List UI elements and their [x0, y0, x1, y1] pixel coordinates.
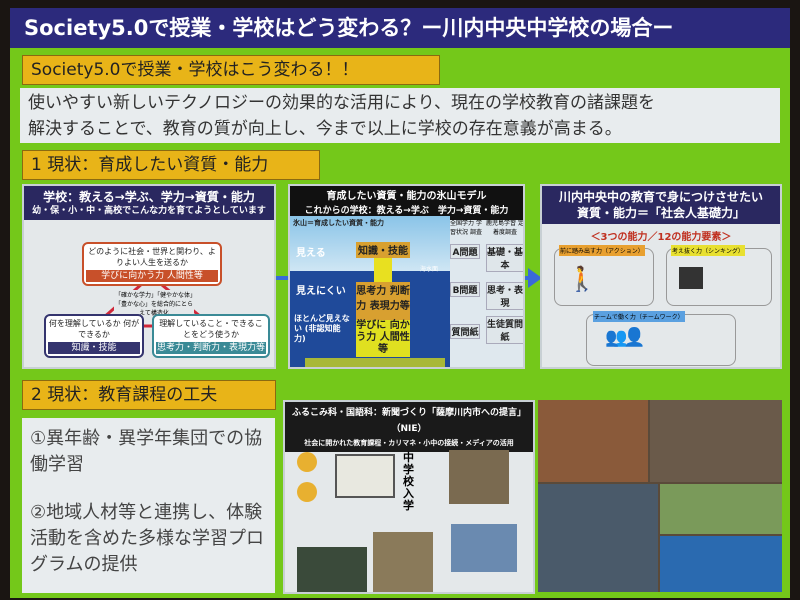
point-1: ①異年齢・異学年集団での協働学習: [30, 428, 263, 475]
waterline-label: 海水面: [420, 266, 439, 273]
level-hard-to-see: 見えにくい: [296, 286, 346, 297]
photo-writing: [373, 532, 433, 592]
photo-classroom: [449, 450, 509, 504]
photo-town: [451, 524, 517, 572]
section2-label: 2 現状：教育課程の工夫: [22, 380, 276, 410]
panel1-title: 学校：教える→学ぶ、学力→資質・能力幼・保・小・中・高校でこんな力を育てようとし…: [24, 186, 274, 220]
intro-text: 使いやすい新しいテクノロジーの効果的な活用により、現在の学校教育の諸課題を 解決…: [20, 88, 780, 143]
ability-action: 前に踏み出す力（アクション） 🚶: [554, 245, 654, 306]
panel4-title: ふるこみ科・国語科：新聞づくり「薩摩川内市への提言」（NIE）社会に開かれた教育…: [285, 402, 533, 452]
thinking-box: 思考力 判断力 表現力等: [356, 282, 410, 320]
curriculum-points: ①異年齢・異学年集団での協働学習 ②地域人材等と連携し、体験活動を含めた多様な学…: [22, 418, 275, 593]
photo-outdoors: [660, 484, 782, 534]
level-invisible: ほとんど見えない (非認知能力): [294, 314, 350, 343]
survey-basic: 基礎・基本: [486, 244, 523, 272]
competency-triangle-panel: 学校：教える→学ぶ、学力→資質・能力幼・保・小・中・高校でこんな力を育てようとし…: [22, 184, 276, 369]
photo-lesson: [297, 547, 367, 592]
social-skills-panel: 川内中央中の教育で身につけさせたい資質・能力＝「社会人基礎力」 ＜3つの能力／1…: [540, 184, 782, 369]
desk-person-icon: [679, 267, 703, 289]
motivation-box: 学びに 向かう力 人間性等: [356, 320, 410, 357]
right-tag: 思考力・判断力・表現力等: [156, 342, 266, 354]
top-node: どのように社会・世界と関わり、よりよい人生を送るか学びに向かう力 人間性等: [82, 242, 222, 286]
ability-thinking: 考え抜く力（シンキング）: [666, 245, 772, 306]
activity-photos: [538, 400, 782, 592]
survey-thinking: 思考・表現: [486, 282, 523, 310]
team-people-icon: 👥👤: [605, 327, 646, 348]
photo-newspapers: [335, 454, 395, 498]
test-questionnaire: 質問紙: [450, 324, 480, 339]
iceberg-caption: 氷山＝育成したい資質・能力: [293, 219, 384, 227]
point-2: ②地域人材等と連携し、体験活動を含めた多様な学習プログラムの提供: [30, 502, 264, 575]
student-illustration: [297, 482, 317, 502]
panel3-title: 川内中央中の教育で身につけさせたい資質・能力＝「社会人基礎力」: [542, 186, 780, 224]
right-node: 理解していること・できることをどう使うか思考力・判断力・表現力等: [152, 314, 270, 358]
slide-title: Society5.0で授業・学校はどう変わる？ー川内中央中学校の場合ー: [10, 8, 790, 48]
col1-header: 全国学力 学習状況 調査: [450, 220, 482, 236]
intro-label: Society5.0で授業・学校はこう変わる！！: [22, 55, 440, 85]
panel2-title: 育成したい資質・能力の氷山モデルこれからの学校：教える→学ぶ 学力→資質・能力: [290, 186, 523, 220]
ability-teamwork: チームで働く力（チームワーク） 👥👤: [586, 311, 736, 366]
intro-line-1: 使いやすい新しいテクノロジーの効果的な活用により、現在の学校教育の諸課題を: [28, 93, 655, 113]
iceberg-model-panel: 育成したい資質・能力の氷山モデルこれからの学校：教える→学ぶ 学力→資質・能力 …: [288, 184, 525, 369]
student-illustration: [297, 452, 317, 472]
knowledge-box: 知識・技能: [356, 242, 410, 258]
test-b: B問題: [450, 282, 480, 297]
level-visible: 見える: [296, 248, 326, 259]
photo-presentation: [538, 484, 658, 592]
slide: Society5.0で授業・学校はどう変わる？ー川内中央中学校の場合ー Soci…: [10, 8, 790, 598]
arrow-up-icon: [374, 258, 392, 282]
arrow-right-icon: [528, 268, 542, 288]
photo-group-study: [538, 400, 648, 482]
vertical-label: 中学校入学: [403, 451, 414, 512]
left-tag: 知識・技能: [48, 342, 140, 354]
intro-line-2: 解決することで、教育の質が向上し、今まで以上に学校の存在意義が高まる。: [28, 119, 622, 139]
photo-pool: [660, 536, 782, 592]
left-node: 何を理解しているか 何ができるか知識・技能: [44, 314, 144, 358]
newspaper-project-panel: ふるこみ科・国語科：新聞づくり「薩摩川内市への提言」（NIE）社会に開かれた教育…: [283, 400, 535, 594]
test-a: A問題: [450, 244, 480, 259]
student-questionnaire: 生徒質問紙: [486, 316, 523, 344]
abilities-heading: ＜3つの能力／12の能力要素＞: [590, 232, 732, 243]
photo-ceremony: [650, 400, 782, 482]
section1-label: 1 現状：育成したい資質・能力: [22, 150, 320, 180]
col2-header: 鹿児島学習 定着度調査: [486, 220, 524, 236]
walking-person-icon: 🚶: [567, 265, 597, 293]
connector: [276, 276, 288, 280]
notes-box: [305, 358, 445, 367]
center-text: 「確かな学力」「健やかな体」「豊かな心」を総合的にとらえて構造化: [114, 290, 194, 317]
